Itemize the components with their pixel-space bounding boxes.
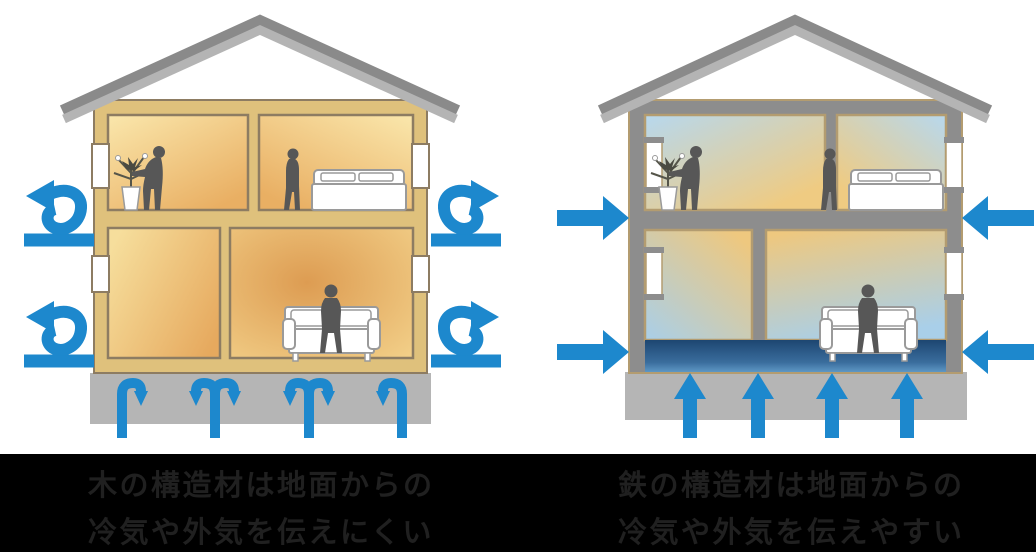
caption-steel-line2: 冷気や外気を伝えやすい [618,515,965,549]
steel-window-right-upper [945,141,963,189]
wood-roof [59,14,461,124]
penetrate-arrow-right-lower-icon [962,330,1034,374]
house-comparison-illustration [0,14,1034,454]
steel-window-left-lower [645,251,663,296]
steel-roof [597,14,993,124]
caption-wood-line2: 冷気や外気を伝えにくい [88,515,434,549]
caption-steel-line1: 鉄の構造材は地面からの [618,468,965,502]
wood-window-left-lower [91,255,110,293]
caption-steel-house: 鉄の構造材は地面からの 冷気や外気を伝えやすい [618,462,965,552]
steel-house [557,14,1034,438]
wood-foundation [90,373,431,424]
wood-room-1f-left [106,226,222,360]
wood-window-left-upper [91,143,110,189]
caption-band: 木の構造材は地面からの 冷気や外気を伝えにくい 鉄の構造材は地面からの 冷気や外… [0,454,1036,552]
penetrate-arrow-right-upper-icon [962,196,1034,240]
caption-wood-line1: 木の構造材は地面からの [88,468,435,502]
steel-window-right-lower [945,251,963,296]
steel-windows [644,137,964,300]
deflect-arrow-right-lower-icon [431,301,501,361]
wood-window-right-upper [411,143,430,189]
deflect-arrow-left-lower-icon [24,301,94,361]
penetrate-arrow-left-lower-icon [557,330,629,374]
deflect-arrow-left-upper-icon [24,180,94,240]
caption-wood-house: 木の構造材は地面からの 冷気や外気を伝えにくい [88,462,435,552]
penetrate-arrow-left-upper-icon [557,196,629,240]
wood-house [24,14,501,438]
deflect-arrow-right-upper-icon [431,180,501,240]
wood-window-right-lower [411,255,430,293]
